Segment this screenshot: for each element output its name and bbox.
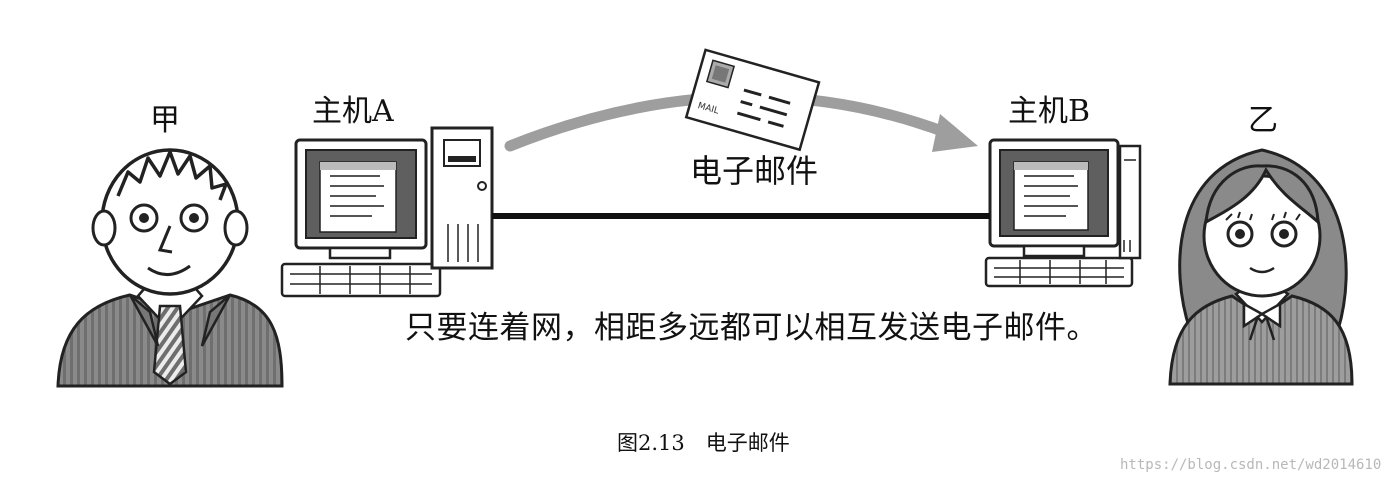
host-b-label: 主机B <box>1008 94 1091 129</box>
email-label: 电子邮件 <box>690 152 819 190</box>
diagram-message: 只要连着网，相距多远都可以相互发送电子邮件。 <box>405 310 1098 346</box>
envelope-icon: MAIL <box>684 48 821 152</box>
watermark: https://blog.csdn.net/wd2014610 <box>1120 457 1382 473</box>
host-b-computer <box>984 138 1142 288</box>
person-b-figure <box>1168 148 1354 386</box>
host-a-computer <box>280 126 494 298</box>
person-a-label: 甲 <box>150 103 180 138</box>
host-a-label: 主机A <box>312 94 394 129</box>
person-b-label: 乙 <box>1248 103 1278 138</box>
person-a-figure <box>56 148 284 388</box>
figure-caption: 图2.13 电子邮件 <box>617 431 790 455</box>
